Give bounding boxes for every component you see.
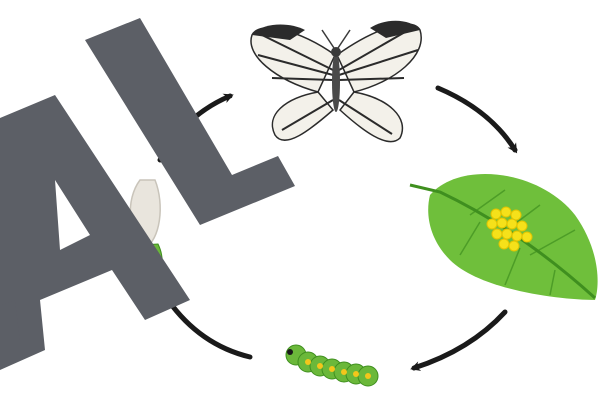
- butterfly-icon: [251, 21, 421, 142]
- arrow-larva-to-pupa: [168, 300, 250, 357]
- caterpillar-icon: [286, 345, 378, 386]
- arrow-eggs-to-larva: [414, 312, 505, 368]
- leaf-with-eggs-icon: [410, 174, 598, 300]
- arrow-adult-to-eggs: [438, 88, 515, 150]
